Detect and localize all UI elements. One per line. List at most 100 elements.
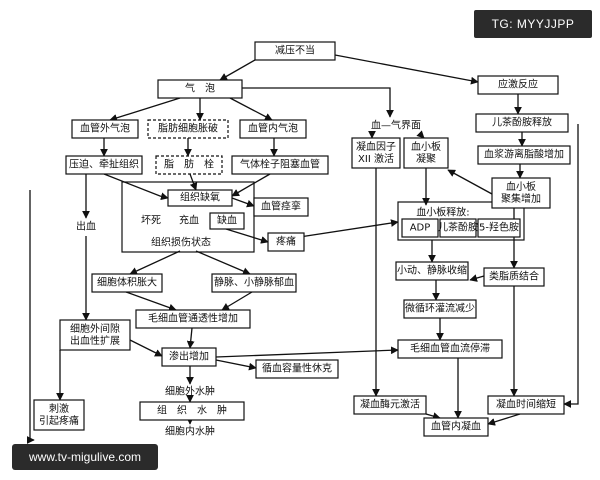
node-congestion: 充血 [179, 214, 199, 227]
edge-compression-hypoxia [103, 173, 169, 201]
node-box-fat-rupture [147, 119, 229, 139]
node-ischemia: 缺血 [217, 214, 237, 227]
node-box-gas-embolism [231, 155, 329, 175]
node-box-dic [423, 417, 489, 437]
node-box-vasospasm [253, 197, 309, 217]
node-box-stimulate [33, 399, 85, 431]
node-catecholamine-release: 儿茶酚胺释放 [492, 116, 552, 129]
node-box-venule [211, 273, 297, 293]
edge-damage-venule [195, 250, 251, 275]
node-box-plasma-fa [477, 145, 571, 165]
node-box-adp [401, 218, 439, 238]
node-box-interstitial [59, 319, 131, 351]
node-gas-embolism: 气体栓子阻塞血管 [240, 158, 320, 171]
node-fat-rupture: 脂肪细胞胀破 [158, 122, 218, 135]
watermark-bottom: www.tv-migulive.com [12, 444, 158, 470]
edge-swelling-permeability [125, 291, 177, 312]
watermark-top: TG: MYYJJPP [474, 10, 592, 38]
edge-venule-permeability [221, 291, 253, 311]
node-box-pain [267, 232, 305, 252]
node-exudation: 渗出增加 [169, 350, 209, 363]
node-box-platelet-increase [491, 177, 551, 209]
node-blood-gas: 血—气界面 [371, 119, 421, 132]
edge-interstitial-exudation [129, 339, 163, 357]
node-box-clotting-time [487, 395, 565, 415]
node-box-ischemia [209, 212, 245, 230]
node-stress: 应激反应 [498, 78, 538, 91]
edge-fibrinogen-dic [425, 412, 441, 420]
node-hypovolemia: 循血容量性休克 [262, 362, 332, 375]
platelet-release-frame [397, 201, 525, 241]
node-edema-out: 细胞外水肿 [165, 385, 215, 398]
node-intravascular: 血管内气泡 [248, 122, 298, 135]
node-box-microcirc [403, 299, 477, 319]
edge-bubble-bloodgas [242, 87, 394, 118]
node-bubble: 气 泡 [185, 82, 215, 95]
edge-bloodgas-platelet [416, 130, 425, 139]
node-fat-embolus: 脂 肪 栓 [164, 158, 214, 171]
node-box-constriction [395, 261, 469, 281]
edge-exudation-hypovolemia [215, 359, 257, 371]
node-box-fat-embolus [155, 155, 223, 175]
edge-permeability-exudation [186, 327, 195, 349]
node-lipid-binding: 类脂质结合 [489, 270, 539, 283]
node-box-hypoxia [167, 189, 233, 207]
node-box-bubble [157, 79, 243, 99]
node-interstitial: 细胞外间隙出血性扩展 [70, 322, 120, 347]
node-permeability: 毛细血管通透性增加 [148, 312, 238, 325]
node-extravascular: 血管外气泡 [80, 122, 130, 135]
edge-right-trunk [563, 124, 579, 408]
node-box-cell-swelling [91, 273, 163, 293]
edge-damage-swelling [129, 250, 181, 275]
node-vasospasm: 血管痉挛 [261, 200, 301, 213]
node-bleeding: 出血 [76, 220, 96, 233]
edge-bubble-intravascular [229, 97, 273, 121]
node-box-platelet-agg [403, 137, 449, 169]
edge-left-trunk [26, 190, 35, 444]
node-box-hypovolemia [255, 359, 339, 379]
node-stasis: 毛细血管血流停滞 [410, 342, 490, 355]
node-microcirc: 微循环灌流减少 [405, 302, 475, 315]
node-box-permeability [135, 309, 251, 329]
node-box-edema-tissue [139, 401, 245, 421]
node-box-fibrinogen [353, 395, 427, 415]
node-box-extravascular [71, 119, 139, 139]
edge-decompression-stress [334, 54, 479, 85]
node-serotonin: 5-羟色胺 [479, 221, 519, 234]
node-venule: 静脉、小静脉郁血 [214, 276, 294, 289]
edge-bubble-extravascular [109, 97, 181, 122]
node-necrosis: 坏死 [141, 215, 161, 227]
node-pain: 疼痛 [276, 235, 296, 248]
node-platelet-release: 血小板释放: [416, 206, 469, 219]
node-damage: 组织损伤状态 [151, 236, 211, 249]
node-decompression: 减压不当 [275, 44, 315, 57]
node-box-decompression [254, 41, 336, 61]
node-hypoxia: 组织缺氧 [180, 191, 220, 204]
node-adp: ADP [410, 223, 431, 234]
node-plasma-fa: 血浆游离脂酸增加 [484, 148, 564, 161]
node-fibrinogen: 凝血酶元激活 [360, 398, 420, 411]
node-catecholamine: 儿茶酚胺 [438, 221, 478, 234]
node-cell-swelling: 细胞体积胀大 [97, 276, 157, 289]
node-platelet-agg: 血小板凝聚 [411, 140, 441, 165]
edge-gas-hypoxia [231, 173, 271, 197]
node-box-intravascular [239, 119, 307, 139]
node-box-compression [65, 155, 143, 175]
node-compression: 压迫、牵扯组织 [69, 158, 139, 171]
node-box-lipid-binding [483, 267, 545, 287]
edge-decompression-bubble [219, 59, 256, 81]
edge-plateletinc-plateletagg [447, 169, 493, 195]
node-platelet-increase: 血小板聚集增加 [501, 180, 541, 205]
node-box-factor-xii [351, 137, 401, 169]
node-stimulate: 刺激引起疼痛 [39, 402, 79, 427]
node-dic: 血管内凝血 [431, 420, 481, 433]
node-box-exudation [161, 347, 217, 367]
node-edema-tissue: 组 织 水 肿 [157, 404, 227, 417]
edge-lipid-constriction [469, 274, 485, 282]
edge-clotting-dic [487, 413, 521, 426]
node-box-serotonin [477, 218, 521, 238]
node-constriction: 小动、静脉收缩 [397, 264, 467, 277]
edge-hypoxia-vasospasm [231, 197, 255, 208]
